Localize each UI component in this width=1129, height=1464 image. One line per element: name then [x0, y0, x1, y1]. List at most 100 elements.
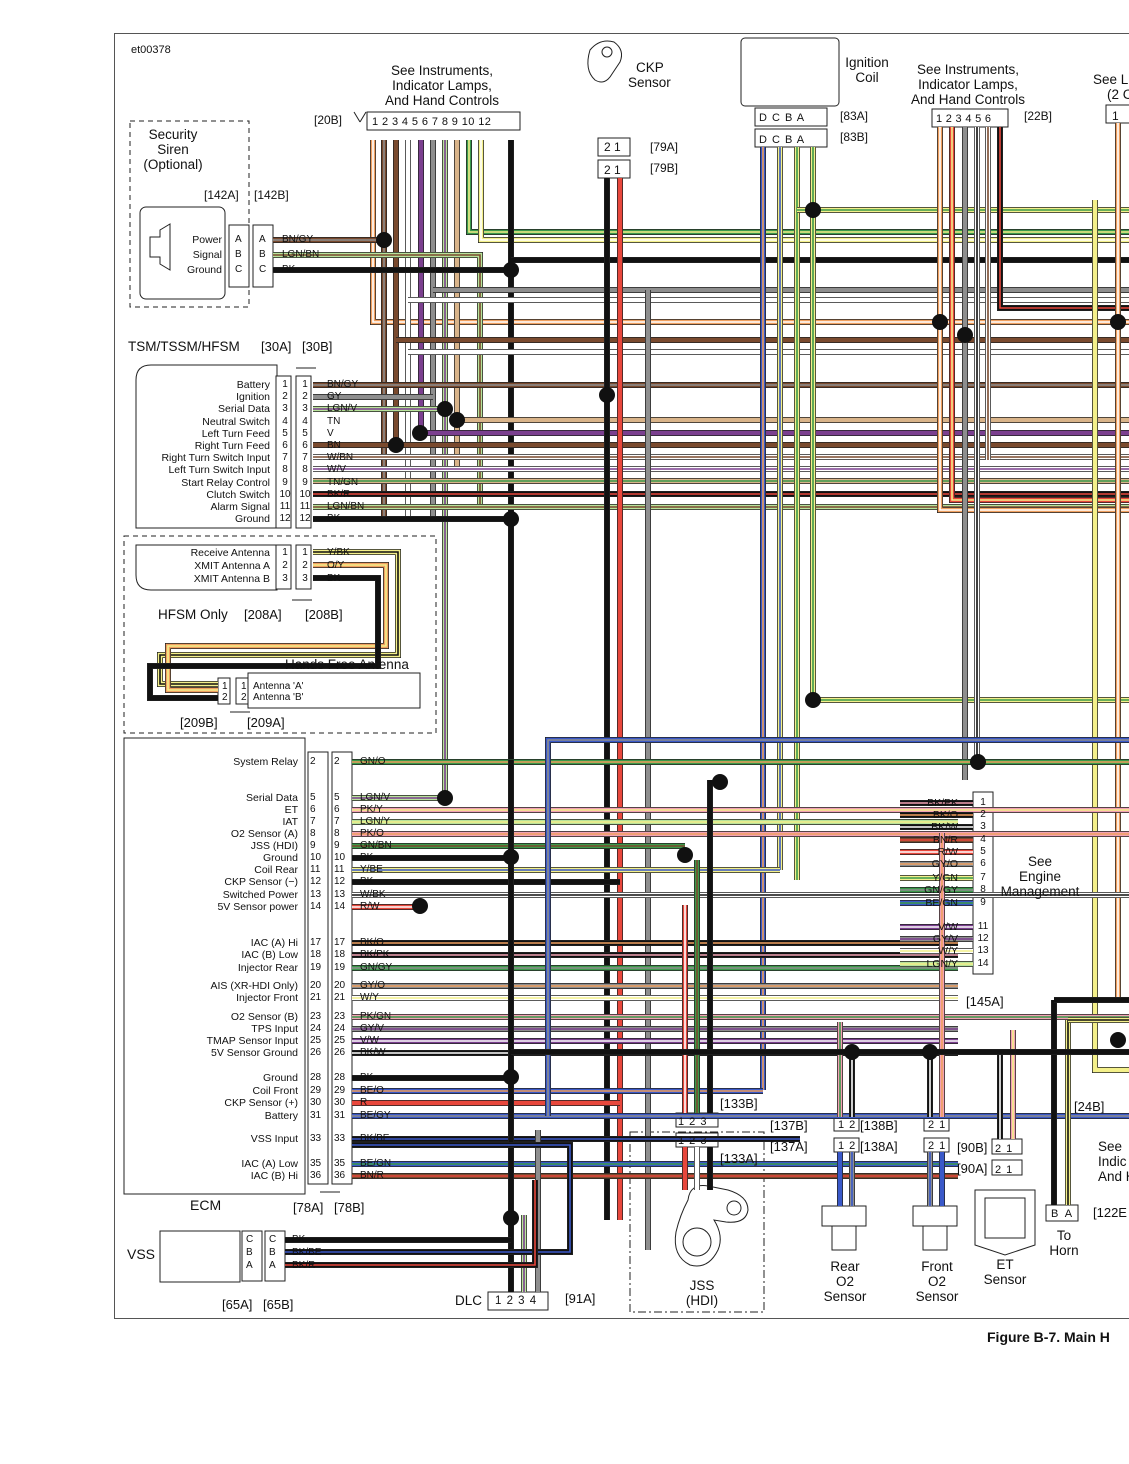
em-nums-item: 5 [980, 846, 986, 857]
hfsm-nums-a-item: 2 [282, 560, 288, 571]
ecm-nums-a-item: 28 [310, 1072, 322, 1083]
et-connector-b: [90B] [957, 1140, 988, 1155]
siren-pin-letters-b: A B C [259, 234, 267, 275]
ecm-pins-item: ET [284, 804, 298, 816]
partial-right-title: See L (2 C [1093, 72, 1129, 102]
ecm-nums-b-item: 31 [334, 1110, 346, 1121]
wire-ir-ow-outline [937, 127, 1129, 513]
dlc-connector: [91A] [565, 1291, 596, 1306]
vss-connector-a: [65A] [222, 1297, 253, 1312]
vss-pins-a-item: A [246, 1260, 253, 1271]
tsm-conn-b-box [295, 375, 312, 529]
front-o2-pins-b: 2 1 [928, 1119, 947, 1131]
wire-y-right-outline [1092, 200, 1129, 1073]
splice-dot-19 [1110, 314, 1126, 330]
ecm-nums-b-item: 29 [334, 1085, 346, 1096]
ecm-nums-a-item: 7 [310, 816, 316, 827]
tsm-nums-b-item: 8 [302, 464, 308, 476]
tsm-nums-a-item: 1 [282, 379, 288, 390]
ecm-nums-b-item: 17 [334, 937, 346, 948]
front-o2-body [912, 1205, 958, 1227]
vss-wires-item: BK/R [292, 1260, 316, 1271]
tsm-wires-item: W/V [327, 464, 346, 476]
ecm-pins-item: IAC (B) Hi [250, 1170, 298, 1182]
et-conn-b [991, 1138, 1023, 1155]
front-o2-pins-a: 2 1 [928, 1140, 947, 1152]
tsm-pins-item: Neutral Switch [202, 415, 270, 428]
vss-conn-a-box [241, 1230, 263, 1282]
partial-24b-connector: [24B] [1074, 1099, 1105, 1114]
tsm-nums-b-item: 2 [302, 391, 308, 403]
tsm-wires-item: TN/GN [327, 476, 359, 488]
em-nums-item: 1 [980, 797, 986, 808]
ecm-nums-b-item: 20 [334, 980, 346, 991]
siren-dashed-box [129, 120, 250, 308]
partial-24b-title: See Indic And H [1098, 1139, 1129, 1184]
hfsm-nums-b-item: 3 [302, 573, 308, 584]
splice-dot-23 [503, 1210, 519, 1226]
em-wires-item: BK/PK [927, 797, 958, 809]
tsm-wires-item: LGN/V [327, 403, 358, 415]
instruments-right-connector: [22B] [1024, 109, 1053, 123]
tsm-pins-item: Right Turn Switch Input [161, 452, 270, 465]
em-wires-item: Y/GN [932, 872, 958, 884]
ecm-nums-b-item: 35 [334, 1158, 346, 1169]
em-nums-item: 8 [980, 884, 986, 895]
tsm-wires-item: BN [327, 439, 341, 451]
ecm-nums-a-item: 5 [310, 792, 316, 803]
splice-dot-15 [805, 692, 821, 708]
ecm-pins-item: IAC (A) Hi [250, 937, 298, 949]
dlc-connector-box [487, 1291, 549, 1311]
ecm-nums-a-item: 11 [310, 864, 321, 875]
jss-connector-b: [133B] [720, 1096, 758, 1111]
antenna-body [247, 672, 421, 709]
ecm-pins-item: Ground [262, 852, 298, 864]
ecm-nums-b-item: 7 [334, 816, 340, 827]
partial-right-pin: 1 [1112, 109, 1119, 123]
ecm-pins-item: Serial Data [246, 792, 298, 804]
rear-o2-body [821, 1205, 867, 1227]
tsm-nums-a-item: 10 [279, 488, 291, 500]
tsm-wires-item: BK [327, 513, 341, 525]
wire-hfsm-oy-stripe [167, 564, 387, 691]
ecm-pins-item: CKP Sensor (+) [224, 1097, 298, 1109]
ecm-pins-item: VSS Input [250, 1133, 298, 1145]
et-conn-a [991, 1159, 1023, 1176]
ecm-nums-a-item: 29 [310, 1085, 322, 1096]
em-wires-item: W/Y [938, 945, 958, 957]
wire-ir-bkr-outline [997, 127, 1129, 311]
horn-title: To Horn [1049, 1228, 1079, 1258]
wire-yw-inst-stripe [480, 140, 1129, 241]
splice-dot-20 [1110, 1032, 1126, 1048]
ecm-pins-item: CKP Sensor (−) [224, 876, 298, 888]
ecm-nums-a-item: 33 [310, 1133, 322, 1144]
ecm-conn-a-box [307, 751, 329, 1185]
ckp-connector-a-box [597, 137, 631, 157]
ecm-nums-a-item: 6 [310, 804, 316, 815]
dlc-pins: 1 2 3 4 [495, 1295, 538, 1307]
em-nums-item: 2 [980, 809, 986, 820]
ecm-nums-b-item: 9 [334, 840, 340, 851]
siren-connector-a: [142A] [204, 188, 239, 202]
rear-o2-tip [831, 1225, 857, 1251]
wire-yw-inst [478, 140, 1129, 243]
instruments-left-title: See Instruments, Indicator Lamps, And Ha… [384, 63, 500, 108]
tsm-pins-item: Start Relay Control [181, 476, 270, 489]
tsm-nums-a-item: 6 [282, 439, 288, 451]
hfsm-pins-item: XMIT Antenna A [194, 560, 270, 572]
siren-pin-labels: Power Signal Ground [186, 234, 222, 276]
ecm-pins-item: Battery [264, 1110, 298, 1122]
rear-o2-connector-a: [137A] [770, 1139, 808, 1154]
tsm-wires-item: LGN/BN [327, 500, 365, 512]
ecm-pins-item: AIS (XR-HDI Only) [210, 980, 298, 992]
tsm-connector-a: [30A] [261, 339, 292, 354]
front-o2-title: Front O2 Sensor [915, 1259, 959, 1304]
ecm-nums-b-item: 14 [334, 901, 346, 912]
ecm-nums-a-item: 24 [310, 1023, 322, 1034]
jss-pins-a: 1 2 3 [678, 1135, 708, 1147]
ecm-nums-a-item: 18 [310, 949, 322, 960]
